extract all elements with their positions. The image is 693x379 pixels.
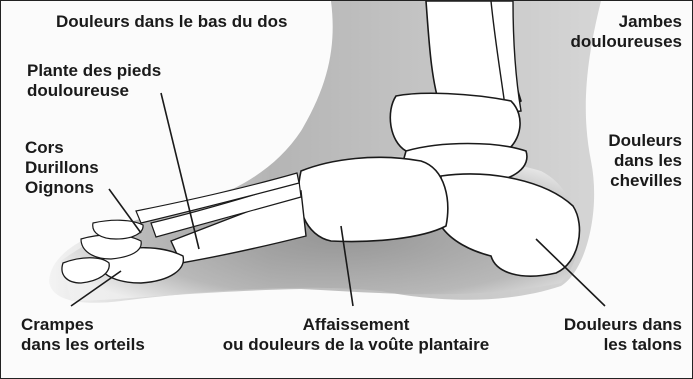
label-text: Plante des pieds (27, 61, 161, 81)
label-painful-legs: Jambes douloureuses (571, 12, 682, 52)
label-text: Oignons (25, 178, 99, 198)
label-text: dans les orteils (21, 335, 145, 355)
label-toe-cramps: Crampes dans les orteils (21, 315, 145, 355)
label-arch-pain: Affaissement ou douleurs de la voûte pla… (191, 315, 521, 355)
label-text: les talons (564, 335, 682, 355)
label-heel-pain: Douleurs dans les talons (564, 315, 682, 355)
label-ankle-pain: Douleurs dans les chevilles (608, 131, 682, 191)
label-text: Douleurs (608, 131, 682, 151)
label-text: chevilles (608, 171, 682, 191)
label-text: Douleurs dans (564, 315, 682, 335)
label-text: Crampes (21, 315, 145, 335)
label-painful-soles: Plante des pieds douloureuse (27, 61, 161, 101)
label-text: Douleurs dans le bas du dos (56, 12, 287, 32)
label-corns-calluses-bunions: Cors Durillons Oignons (25, 138, 99, 198)
label-text: Cors (25, 138, 99, 158)
label-text: douloureuse (27, 81, 161, 101)
label-text: Jambes (571, 12, 682, 32)
label-text: Affaissement (191, 315, 521, 335)
label-text: douloureuses (571, 32, 682, 52)
navicular-bone (299, 157, 448, 241)
label-text: Durillons (25, 158, 99, 178)
label-lower-back-pain: Douleurs dans le bas du dos (56, 12, 287, 32)
label-text: ou douleurs de la voûte plantaire (191, 335, 521, 355)
label-text: dans les (608, 151, 682, 171)
